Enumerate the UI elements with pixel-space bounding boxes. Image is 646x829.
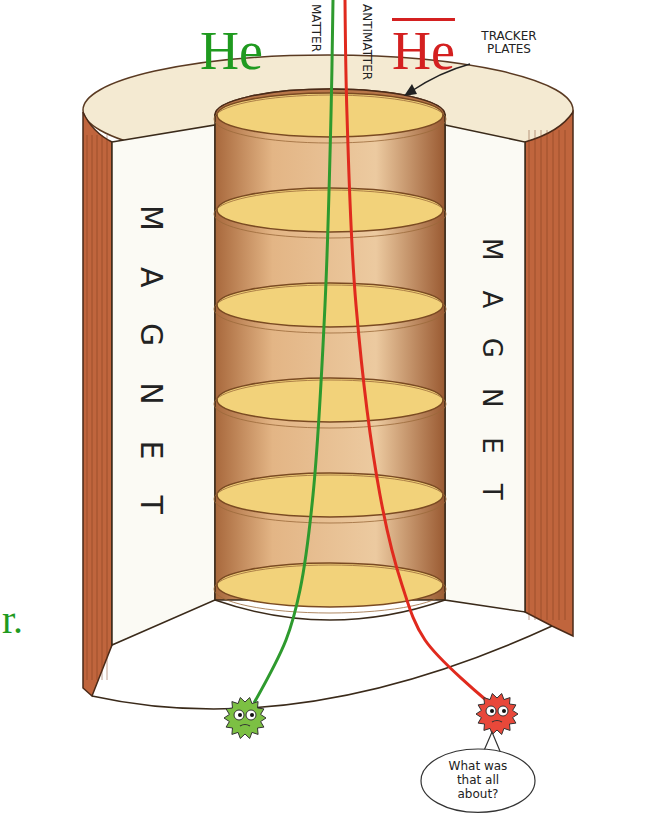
creature-eye [246,710,256,720]
creature-pupil [238,713,242,717]
tracker-plate [217,378,443,422]
wall-hatching [87,135,88,680]
matter-creature [224,698,266,739]
creature-mouth [492,721,502,723]
magnet-label: MAGNET [477,238,506,530]
wall-hatching [541,130,542,620]
antimatter-track [345,0,486,700]
matter-symbol: He [200,22,263,81]
magnet-wall [525,112,573,636]
wall-hatching [529,130,530,620]
tracker-plate [217,283,443,327]
wall-hatching [553,130,554,620]
plate-edge [214,380,446,428]
bubble-join [485,753,500,755]
wall-hatching [565,130,566,620]
creature-eye [486,706,496,716]
wall-hatching [97,135,98,680]
track-label: ANTIMATTER [360,4,373,80]
wall-hatching [535,130,536,620]
creature-pupil [502,709,506,713]
antimatter-symbol: He [392,22,455,81]
creature-pupil [490,709,494,713]
plate-edge [214,285,446,333]
tracker-plate [217,473,443,517]
creature-body [224,698,266,739]
creature-eye [234,710,244,720]
plate-edge [214,565,446,613]
bubble-body [421,749,535,812]
leader-arrowhead [404,84,417,96]
speech-bubble: What was that all about? [420,748,536,813]
wall-hatching [102,135,103,680]
magnet-wall [83,112,112,696]
creature-body [476,694,518,735]
wall-hatching [107,135,108,680]
magnet-panel [445,125,525,612]
creature-pupil [250,713,254,717]
wall-hatching [559,130,560,620]
part-label: TRACKER PLATES [472,30,546,56]
speech-text: What was that all about? [436,760,520,801]
tracker-plate [217,563,443,607]
track-label: MATTER [309,4,322,52]
magnet-panel [112,125,215,645]
magnet-label: MAGNET [135,205,168,550]
matter-track [254,0,333,703]
plate-edge [214,475,446,523]
fragment-label: r. [2,598,23,642]
wall-hatching [92,135,93,680]
antimatter-creature [476,694,518,735]
creature-eye [498,706,508,716]
wall-hatching [547,130,548,620]
creature-mouth [240,725,250,727]
